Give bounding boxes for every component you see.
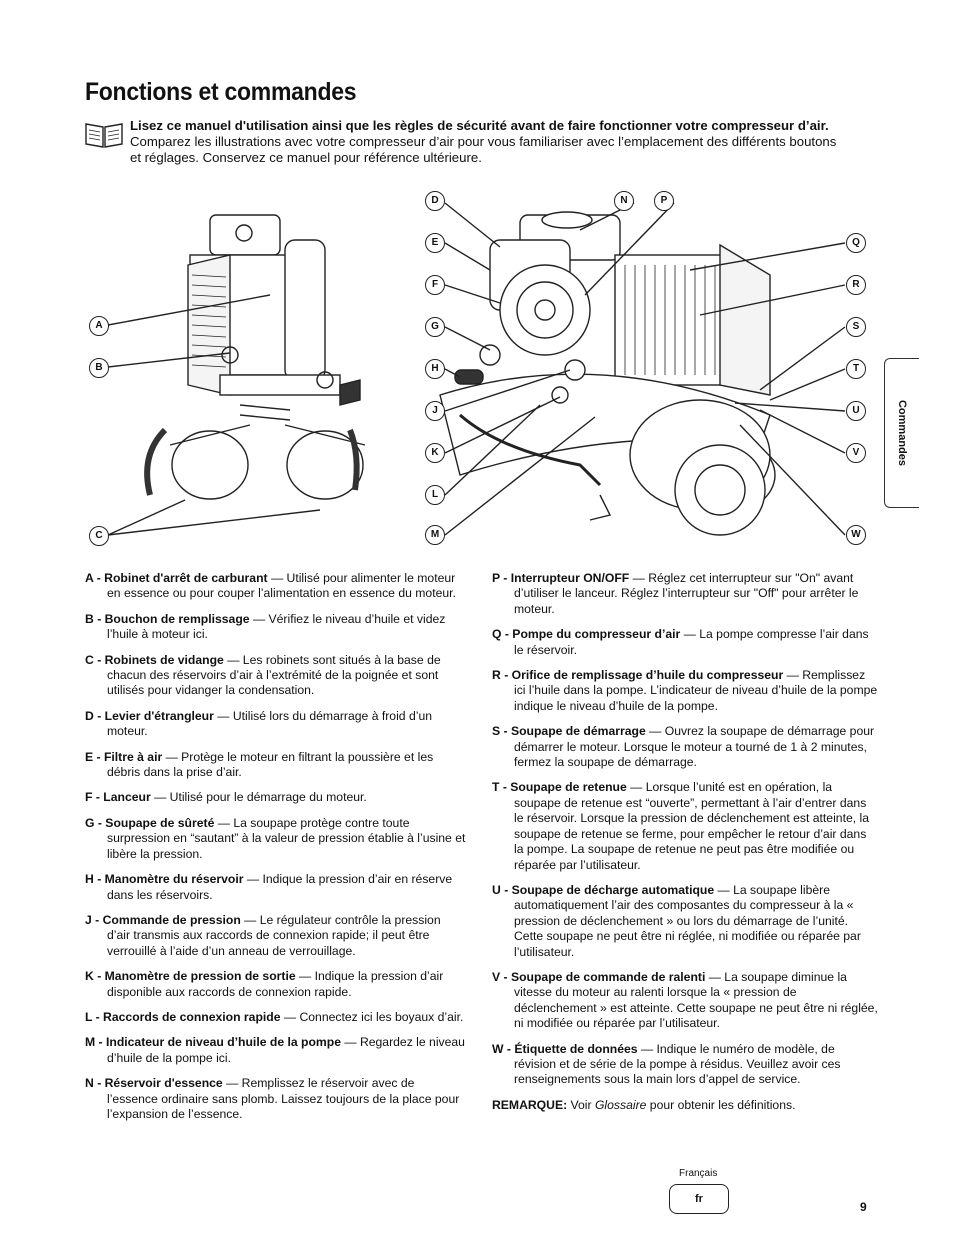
entry-g: G - Soupape de sûreté — La soupape protè… xyxy=(85,815,466,861)
side-tab-label: Commandes xyxy=(896,399,908,467)
callout-f: F xyxy=(425,275,445,295)
section-side-tab: Commandes xyxy=(884,358,919,508)
intro-warning: Lisez ce manuel d'utilisation ainsi que … xyxy=(130,118,829,133)
language-label: Français xyxy=(679,1168,718,1179)
entry-s: S - Soupape de démarrage — Ouvrez la sou… xyxy=(492,724,875,770)
intro-text: Comparez les illustrations avec votre co… xyxy=(130,134,837,165)
entry-a: A - Robinet d'arrêt de carburant — Utili… xyxy=(85,571,456,601)
callout-d: D xyxy=(425,191,445,211)
entry-u: U - Soupape de décharge automatique — La… xyxy=(492,882,861,959)
callout-n: N xyxy=(614,191,634,211)
entry-h: H - Manomètre du réservoir — Indique la … xyxy=(85,872,453,902)
callout-b: B xyxy=(89,358,109,378)
callout-a: A xyxy=(89,316,109,336)
callout-r: R xyxy=(846,275,866,295)
entry-e: E - Filtre à air — Protège le moteur en … xyxy=(85,749,434,780)
page-title: Fonctions et commandes xyxy=(85,78,357,106)
page-number: 9 xyxy=(860,1200,867,1214)
callout-w: W xyxy=(846,525,866,545)
entry-b: B - Bouchon de remplissage — Vérifiez le… xyxy=(85,611,446,642)
callout-u: U xyxy=(846,401,866,421)
entry-w: W - Étiquette de données — Indique le nu… xyxy=(492,1041,841,1087)
language-code-badge: fr xyxy=(669,1184,729,1214)
right-column: P - Interrupteur ON/OFF — Réglez cet int… xyxy=(492,571,878,1113)
entry-n: N - Réservoir d'essence — Remplissez le … xyxy=(85,1076,460,1121)
left-column: A - Robinet d'arrêt de carburant — Utili… xyxy=(85,571,467,1132)
glossary-reference: Glossaire xyxy=(594,1097,647,1112)
callout-v: V xyxy=(846,443,866,463)
callout-j: J xyxy=(425,401,445,421)
entry-d: D - Levier d'étrangleur — Utilisé lors d… xyxy=(85,708,432,739)
manual-book-icon xyxy=(85,123,123,148)
callout-k: K xyxy=(425,443,445,463)
entry-l: L - Raccords de connexion rapide — Conne… xyxy=(85,1009,464,1024)
entry-j: J - Commande de pression — Le régulateur… xyxy=(85,912,441,958)
entry-v: V - Soupape de commande de ralenti — La … xyxy=(492,969,878,1031)
entry-t: T - Soupape de retenue — Lorsque l’unité… xyxy=(492,780,869,872)
callout-s: S xyxy=(846,317,866,337)
compressor-illustration: A B C D E F G H J K L M N P Q R S T U V … xyxy=(80,185,880,555)
callout-h: H xyxy=(425,359,445,379)
remark-note: REMARQUE: Voir Glossaire pour obtenir le… xyxy=(492,1097,796,1112)
callout-c: C xyxy=(89,526,109,546)
callout-q: Q xyxy=(846,233,866,253)
entry-c: C - Robinets de vidange — Les robinets s… xyxy=(85,652,441,698)
compressor-drawing xyxy=(107,202,846,536)
callout-p: P xyxy=(654,191,674,211)
entry-q: Q - Pompe du compresseur d’air — La pomp… xyxy=(492,627,869,657)
callout-g: G xyxy=(425,317,445,337)
callout-m: M xyxy=(425,525,445,545)
entry-r: R - Orifice de remplissage d’huile du co… xyxy=(492,668,878,713)
intro-paragraph: Lisez ce manuel d'utilisation ainsi que … xyxy=(130,118,850,166)
entry-k: K - Manomètre de pression de sortie — In… xyxy=(85,969,444,999)
entry-f: F - Lanceur — Utilisé pour le démarrage … xyxy=(85,790,367,805)
callout-l: L xyxy=(425,485,445,505)
callout-t: T xyxy=(846,359,866,379)
callout-e: E xyxy=(425,233,445,253)
entry-m: M - Indicateur de niveau d’huile de la p… xyxy=(85,1035,465,1065)
entry-p: P - Interrupteur ON/OFF — Réglez cet int… xyxy=(492,571,859,616)
